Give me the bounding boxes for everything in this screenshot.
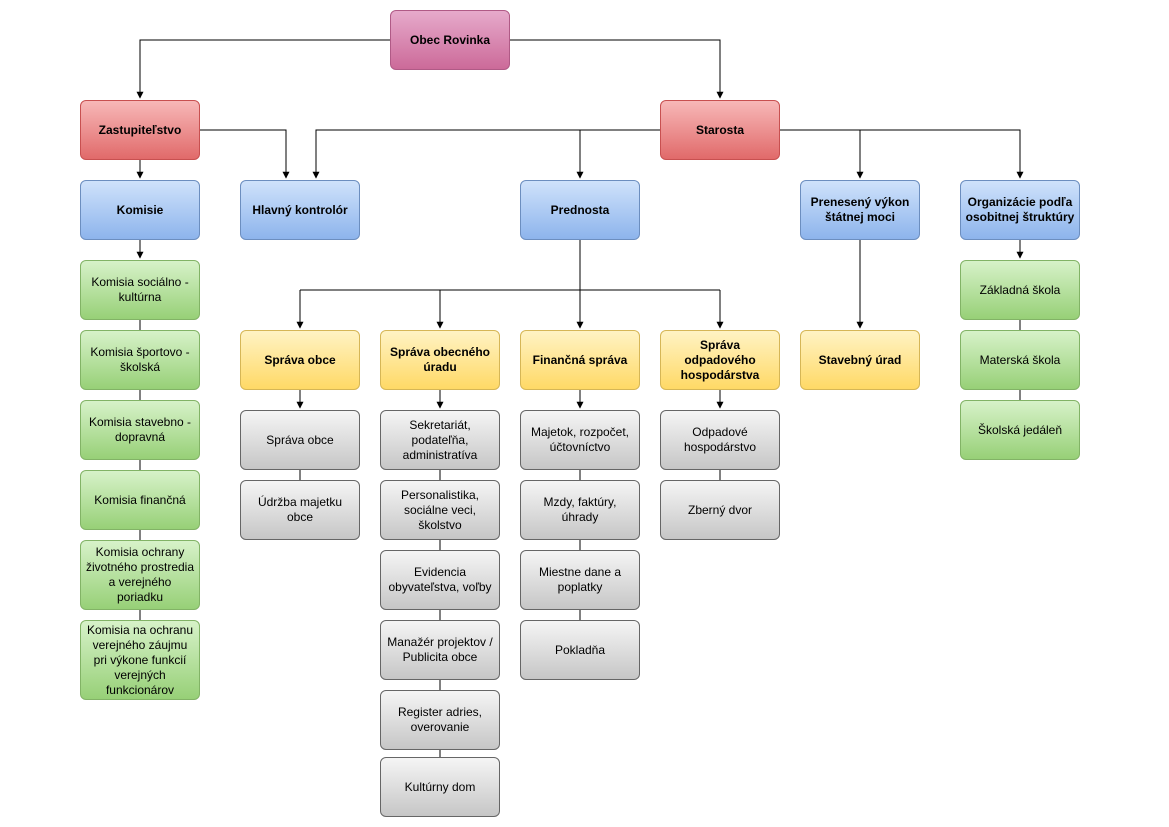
node-sprava-obecneho-uradu: Správa obecného úradu bbox=[380, 330, 500, 390]
node-komisia-financna: Komisia finančná bbox=[80, 470, 200, 530]
node-sprava-obce: Správa obce bbox=[240, 330, 360, 390]
node-komisie: Komisie bbox=[80, 180, 200, 240]
node-obec-rovinka: Obec Rovinka bbox=[390, 10, 510, 70]
node-kulturny-dom: Kultúrny dom bbox=[380, 757, 500, 817]
edge-starosta-preneseny bbox=[780, 129, 1024, 179]
node-udrzba-majetku: Údržba majetku obce bbox=[240, 480, 360, 540]
edge-prednosta-bus bbox=[300, 240, 581, 291]
node-preneseny-vykon: Prenesený výkon štátnej moci bbox=[800, 180, 920, 240]
node-zastupitelstvo: Zastupiteľstvo bbox=[80, 100, 200, 160]
node-majetok-rozpocet: Majetok, rozpočet, účtovníctvo bbox=[520, 410, 640, 470]
node-sprava-obce-item: Správa obce bbox=[240, 410, 360, 470]
node-starosta: Starosta bbox=[660, 100, 780, 160]
node-prednosta: Prednosta bbox=[520, 180, 640, 240]
edge-obec-zastupitelstvo bbox=[136, 39, 390, 99]
node-sprava-odpadoveho-hospodarstva: Správa odpadového hospodárstva bbox=[660, 330, 780, 390]
node-komisia-verejneho-zaujmu: Komisia na ochranu verejného záujmu pri … bbox=[80, 620, 200, 700]
node-personalistika: Personalistika, sociálne veci, školstvo bbox=[380, 480, 500, 540]
node-financna-sprava: Finančná správa bbox=[520, 330, 640, 390]
node-komisia-ochrany-prostredia: Komisia ochrany životného prostredia a v… bbox=[80, 540, 200, 610]
node-komisia-sportovo-skolska: Komisia športovo - školská bbox=[80, 330, 200, 390]
node-zberny-dvor: Zberný dvor bbox=[660, 480, 780, 540]
node-register-adries: Register adries, overovanie bbox=[380, 690, 500, 750]
node-odpadove-hospodarstvo: Odpadové hospodárstvo bbox=[660, 410, 780, 470]
node-manazer-projektov: Manažér projektov / Publicita obce bbox=[380, 620, 500, 680]
edge-starosta-kontrolor bbox=[312, 129, 660, 179]
node-komisia-stavebno-dopravna: Komisia stavebno - dopravná bbox=[80, 400, 200, 460]
node-pokladna: Pokladňa bbox=[520, 620, 640, 680]
node-sekretariat: Sekretariát, podateľňa, administratíva bbox=[380, 410, 500, 470]
node-zakladna-skola: Základná škola bbox=[960, 260, 1080, 320]
node-organizacie: Organizácie podľa osobitnej štruktúry bbox=[960, 180, 1080, 240]
edge-zastupitelstvo-kontrolor bbox=[200, 129, 290, 179]
node-hlavny-kontrolor: Hlavný kontrolór bbox=[240, 180, 360, 240]
node-skolska-jedalen: Školská jedáleň bbox=[960, 400, 1080, 460]
node-stavebny-urad: Stavebný úrad bbox=[800, 330, 920, 390]
edge-obec-starosta bbox=[510, 39, 724, 99]
node-miestne-dane: Miestne dane a poplatky bbox=[520, 550, 640, 610]
node-mzdy-faktury: Mzdy, faktúry, úhrady bbox=[520, 480, 640, 540]
node-evidencia: Evidencia obyvateľstva, voľby bbox=[380, 550, 500, 610]
node-materska-skola: Materská škola bbox=[960, 330, 1080, 390]
node-komisia-socialno-kulturna: Komisia sociálno - kultúrna bbox=[80, 260, 200, 320]
